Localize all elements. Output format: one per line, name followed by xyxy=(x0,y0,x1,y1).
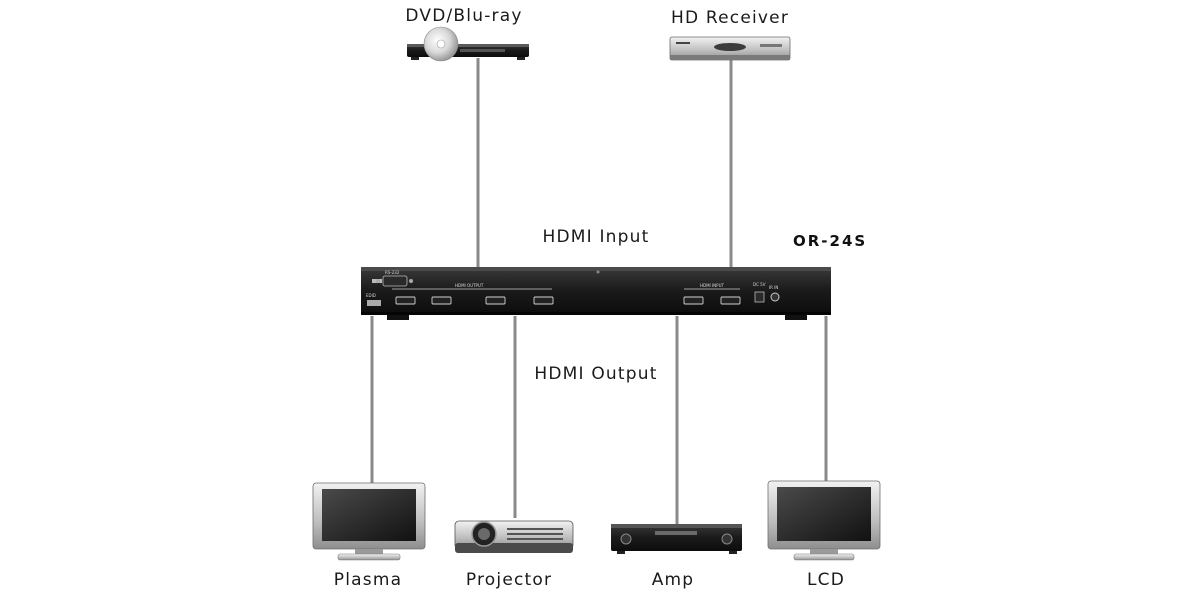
source-label-dvd: DVD/Blu-ray xyxy=(405,6,523,26)
amplifier-icon xyxy=(611,524,742,554)
hdmi-input-label: HDMI Input xyxy=(542,227,650,247)
output-label-plasma: Plasma xyxy=(333,570,403,590)
output-label-projector: Projector xyxy=(465,570,553,590)
panel-label-rs232: RS-232 xyxy=(385,270,400,275)
panel-label-edid: EDID xyxy=(366,293,376,298)
hdmi-output-label: HDMI Output xyxy=(534,364,658,384)
matrix-switch-rear-panel xyxy=(361,267,831,320)
panel-label-ir: IR IN xyxy=(769,285,778,290)
plasma-tv-icon xyxy=(312,482,426,561)
projector-icon xyxy=(454,520,574,553)
source-label-receiver: HD Receiver xyxy=(670,8,790,28)
dvd-player-icon xyxy=(407,26,529,62)
cables xyxy=(370,58,828,526)
panel-label-dc: DC 5V xyxy=(753,282,766,287)
panel-label-hdmi-output: HDMI OUTPUT xyxy=(455,283,484,288)
output-label-amp: Amp xyxy=(651,570,695,590)
panel-labels: RS-232 EDID HDMI OUTPUT HDMI INPUT DC 5V… xyxy=(366,270,778,298)
lcd-tv-icon xyxy=(767,480,881,561)
output-label-lcd: LCD xyxy=(806,570,846,590)
model-label: OR-24S xyxy=(793,232,868,250)
hd-receiver-icon xyxy=(669,36,791,61)
panel-label-hdmi-input: HDMI INPUT xyxy=(700,283,725,288)
